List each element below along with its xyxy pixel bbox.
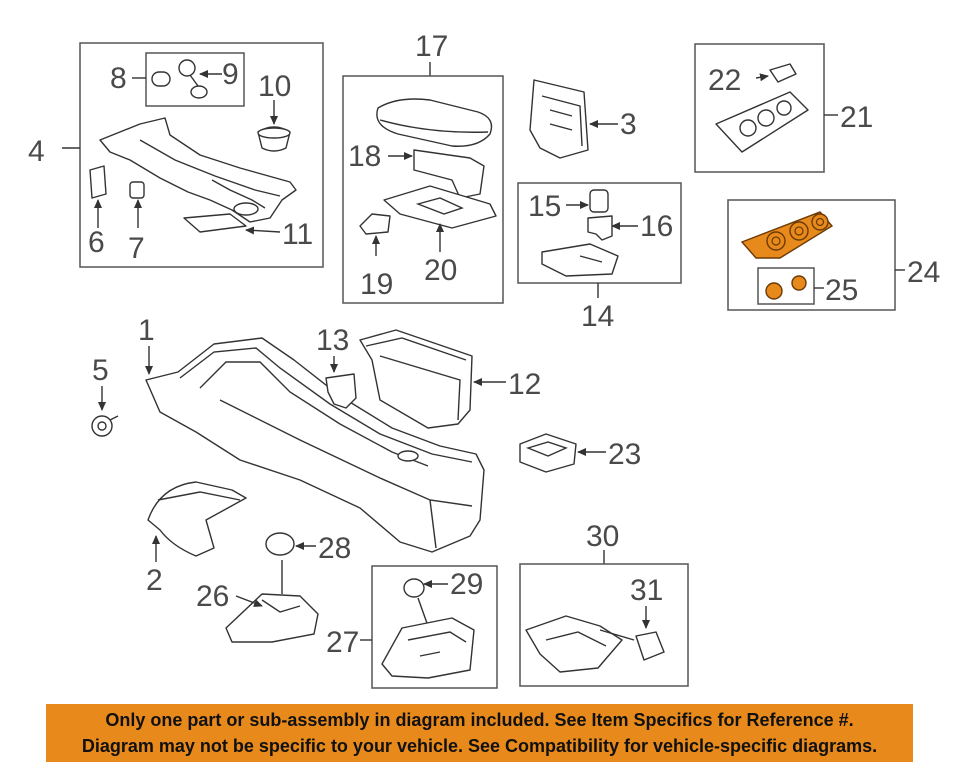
callout-24: 24 [907, 256, 940, 289]
part-16-latch [587, 215, 613, 241]
callout-10: 10 [258, 70, 291, 103]
callout-19: 19 [360, 268, 393, 301]
part-18-hinge [413, 149, 485, 199]
group-30: 30 31 [519, 520, 689, 687]
part-1-group: 1 [138, 314, 485, 553]
part-30-cable-bracket [525, 615, 623, 673]
group-25-box [757, 267, 815, 305]
callout-7: 7 [128, 232, 145, 265]
disclaimer-line-2: Diagram may not be specific to your vehi… [81, 736, 878, 756]
part-23-switch [519, 433, 577, 473]
group-27: 27 29 [326, 565, 498, 689]
callout-23: 23 [608, 438, 641, 471]
disclaimer-line-1: Only one part or sub-assembly in diagram… [105, 710, 854, 730]
callout-3: 3 [620, 108, 637, 141]
part-1-center-console [145, 337, 485, 553]
callout-4: 4 [28, 135, 45, 168]
part-4-console-trim [99, 117, 297, 223]
part-7-knob [129, 181, 145, 199]
part-13-group: 13 [316, 324, 357, 409]
part-14-base [541, 243, 619, 277]
part-11-mat [183, 213, 247, 233]
group-21: 21 22 [694, 43, 873, 173]
part-25-knob-a [765, 282, 783, 300]
part-23-group: 23 [519, 433, 641, 473]
callout-6: 6 [88, 226, 105, 259]
part-9-socket [178, 59, 196, 77]
callout-15: 15 [528, 190, 561, 223]
group-24: 24 25 [727, 199, 940, 311]
part-5-group: 5 [91, 354, 119, 437]
callout-16: 16 [640, 210, 673, 243]
part-3-bracket [529, 79, 589, 159]
part-2-plate [147, 481, 247, 557]
callout-31: 31 [630, 574, 663, 607]
part-31-sensor [635, 631, 665, 661]
callout-14: 14 [581, 300, 614, 333]
callout-2: 2 [146, 564, 163, 597]
part-8-bulb [151, 71, 171, 87]
callout-28: 28 [318, 532, 351, 565]
group-8-9-box [145, 52, 245, 107]
callout-12: 12 [508, 368, 541, 401]
part-12-storage-bin [359, 329, 473, 429]
callout-22: 22 [708, 64, 741, 97]
part-22-bulb [769, 63, 797, 83]
part-13-clip [325, 373, 357, 409]
callout-30: 30 [586, 520, 619, 553]
part-2-group: 2 [146, 481, 247, 597]
part-12-group: 12 [359, 329, 541, 429]
part-3-group: 3 [529, 79, 637, 159]
group-14: 14 15 16 [517, 182, 682, 333]
group-17-box [342, 75, 504, 304]
callout-25: 25 [825, 274, 858, 307]
disclaimer-banner: Only one part or sub-assembly in diagram… [46, 704, 913, 762]
callout-9: 9 [222, 58, 239, 91]
part-27-shifter-assy [381, 617, 475, 679]
part-24-switch-bezel [740, 211, 834, 259]
part-20-base [383, 185, 497, 229]
callout-20: 20 [424, 254, 457, 287]
part-28-knob [265, 532, 295, 556]
part-25-knob-b [791, 275, 807, 291]
part-15-cap [589, 189, 609, 213]
parts-diagram: 4 8 9 10 6 7 11 17 [28, 30, 940, 689]
callout-21: 21 [840, 101, 873, 134]
callout-27: 27 [326, 626, 359, 659]
part-19-latch [359, 213, 391, 235]
group-27-box [371, 565, 498, 689]
group-4: 4 8 9 10 6 7 11 [28, 42, 324, 268]
part-29-knob [403, 578, 425, 598]
callout-8: 8 [110, 62, 127, 95]
part-26-group: 26 [196, 560, 319, 643]
part-6-clip [89, 165, 107, 199]
group-17: 17 18 20 19 [342, 30, 504, 304]
group-21-box [694, 43, 825, 173]
callout-1: 1 [138, 314, 155, 347]
group-14-box [517, 182, 682, 284]
group-24-box [727, 199, 896, 311]
callout-5: 5 [92, 354, 109, 387]
part-26-shifter-base [225, 593, 319, 643]
part-17-armrest-lid [376, 98, 493, 147]
callout-13: 13 [316, 324, 349, 357]
callout-29: 29 [450, 568, 483, 601]
callout-11: 11 [282, 218, 313, 251]
part-28-group: 28 [265, 532, 351, 565]
callout-18: 18 [348, 140, 381, 173]
group-4-box [79, 42, 324, 268]
group-30-box [519, 563, 689, 687]
callout-17: 17 [415, 30, 448, 63]
callout-26: 26 [196, 580, 229, 613]
